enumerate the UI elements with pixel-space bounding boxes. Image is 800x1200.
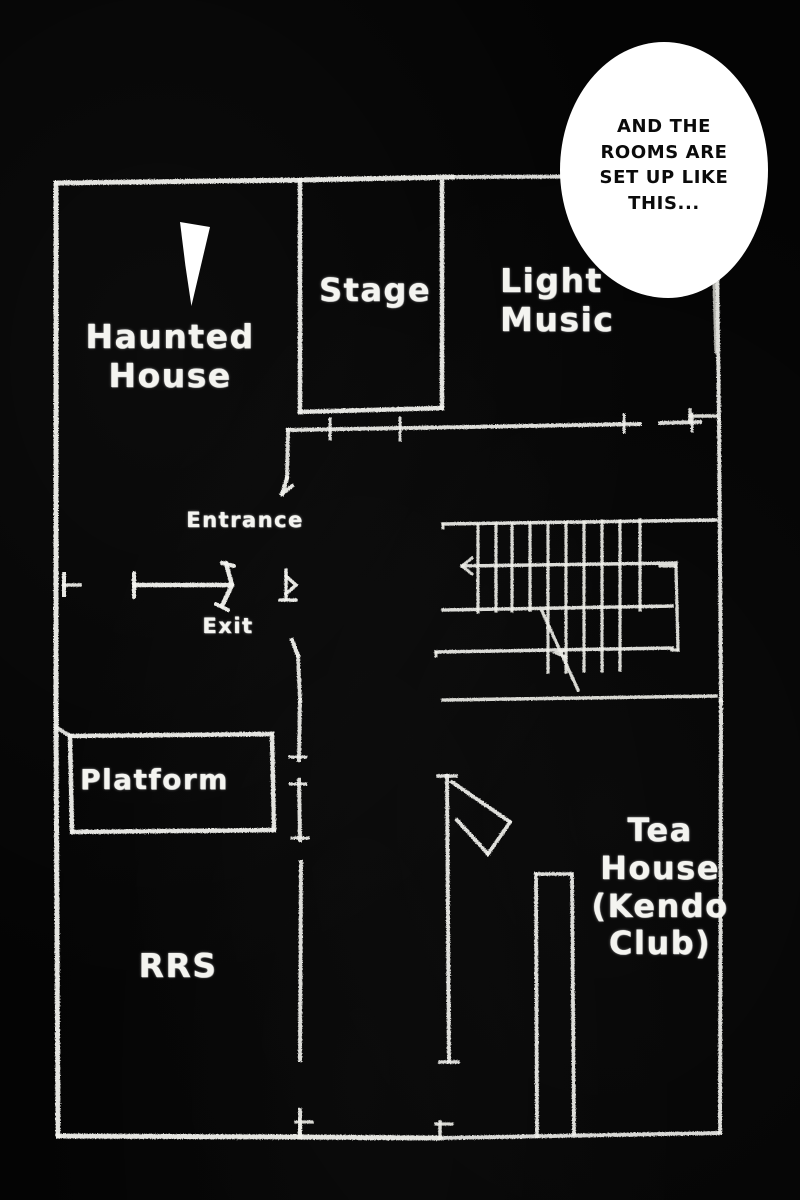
narration-speech-balloon: AND THE ROOMS ARE SET UP LIKE THIS... (560, 42, 768, 298)
door-triangle-marker (278, 568, 299, 602)
marker-label-entrance: Entrance (186, 508, 304, 532)
room-label-tea-house: Tea House (Kendo Club) (591, 811, 729, 963)
room-label-platform: Platform (80, 763, 229, 796)
right-wall-stubs (688, 408, 718, 424)
room-label-rrs: RRS (138, 946, 218, 985)
entrance-exit-path-marker (131, 560, 236, 612)
room-platform-outline (53, 724, 277, 835)
marker-label-exit: Exit (202, 614, 254, 638)
room-stage-outline (297, 177, 445, 415)
bottom-wall-ticks (294, 1118, 454, 1140)
room-label-stage: Stage (318, 271, 432, 309)
room-label-light-music: Light Music (500, 261, 615, 339)
corridor-wall-upper (285, 412, 703, 442)
central-vertical-wall (279, 427, 310, 1139)
speech-balloon-text: AND THE ROOMS ARE SET UP LIKE THIS... (599, 116, 729, 214)
left-wall-door-marker (62, 572, 82, 597)
room-label-haunted-house: Haunted House (85, 317, 255, 395)
room-tea-house-outline (436, 773, 576, 1138)
outer-walls (53, 173, 724, 1141)
light-music-desk-grid (434, 518, 718, 702)
